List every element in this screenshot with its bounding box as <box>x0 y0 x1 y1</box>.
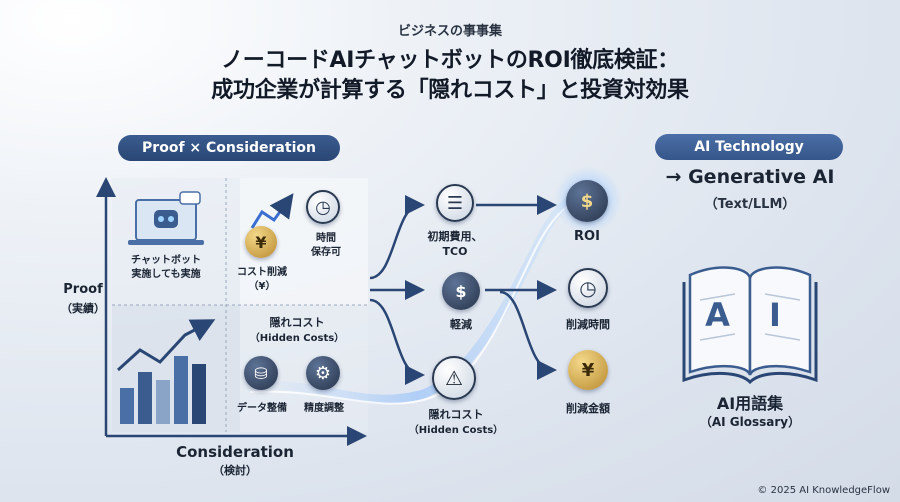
database-icon: ⛁ <box>244 356 278 390</box>
initial-cost-label-2: TCO <box>442 245 468 258</box>
ai-technology-pill: AI Technology <box>655 134 843 160</box>
proof-consideration-pill: Proof × Consideration <box>118 135 340 161</box>
yen-coin-icon: ¥ <box>245 226 277 258</box>
chatbot-laptop-icon <box>128 191 204 245</box>
page-title-line1: ノーコードAIチャットボットのROI徹底検証： <box>221 48 679 73</box>
cost-reduction-label-2: （¥） <box>248 281 276 292</box>
y-axis-label: Proof <box>63 282 103 297</box>
amount-reduced-label: 削減金額 <box>566 402 610 415</box>
cost-reduction-label-1: コスト削減 <box>237 267 287 278</box>
clock-icon: ◷ <box>306 190 340 224</box>
time-reduced-label: 削減時間 <box>566 318 610 331</box>
data-prep-label: データ整備 <box>237 403 287 414</box>
time-label-2: 保存可 <box>311 247 341 258</box>
series-label: ビジネスの事事集 <box>397 24 502 39</box>
open-book-icon <box>682 266 818 385</box>
coin-stack-icon: $ <box>442 272 480 310</box>
glossary-label: AI用語集 <box>716 394 784 413</box>
y-axis-sublabel: （実績） <box>61 302 105 315</box>
chatbot-label-1: チャットボット <box>131 255 201 266</box>
initial-cost-label-1: 初期費用、 <box>427 230 483 243</box>
book-ai-text: A I <box>705 296 795 334</box>
time-reduced-clock-icon: ◷ <box>568 268 608 308</box>
trend-up-icon <box>250 193 294 229</box>
copyright: © 2025 AI KnowledgeFlow <box>757 485 890 496</box>
flow-arrow-amount <box>499 290 557 380</box>
flow-arrow-initial <box>369 195 425 280</box>
gear-icon: ⚙ <box>306 356 340 390</box>
hidden-cost-flow-label-2: （Hidden Costs） <box>408 425 504 436</box>
roi-coin-icon: $ <box>566 180 608 222</box>
glossary-sublabel: （AI Glossary） <box>699 415 801 429</box>
amount-yen-icon: ¥ <box>568 350 608 390</box>
chatbot-label-2: 実施しても実施 <box>131 269 201 280</box>
flow-arrow-hidden <box>369 298 425 385</box>
reduce-label: 軽減 <box>450 318 472 331</box>
hidden-cost-label-2: （Hidden Costs） <box>249 333 345 344</box>
document-icon: ☰ <box>436 184 474 222</box>
x-axis-sublabel: （検討） <box>213 464 257 477</box>
roi-label: ROI <box>574 229 600 244</box>
page-title-line2: 成功企業が計算する「隠れコスト」と投資対効果 <box>211 78 689 103</box>
hidden-cost-flow-label-1: 隠れコスト <box>428 408 484 421</box>
tuning-label: 精度調整 <box>304 403 344 414</box>
bar-chart-icon <box>116 319 216 424</box>
hidden-cost-label-1: 隠れコスト <box>269 316 325 329</box>
time-label-1: 時間 <box>316 233 336 244</box>
generative-ai-sublabel: （Text/LLM） <box>704 197 796 212</box>
magnifier-warning-icon: ⚠ <box>432 356 476 400</box>
x-axis-label: Consideration <box>176 443 294 461</box>
generative-ai-label: → Generative AI <box>665 166 835 188</box>
